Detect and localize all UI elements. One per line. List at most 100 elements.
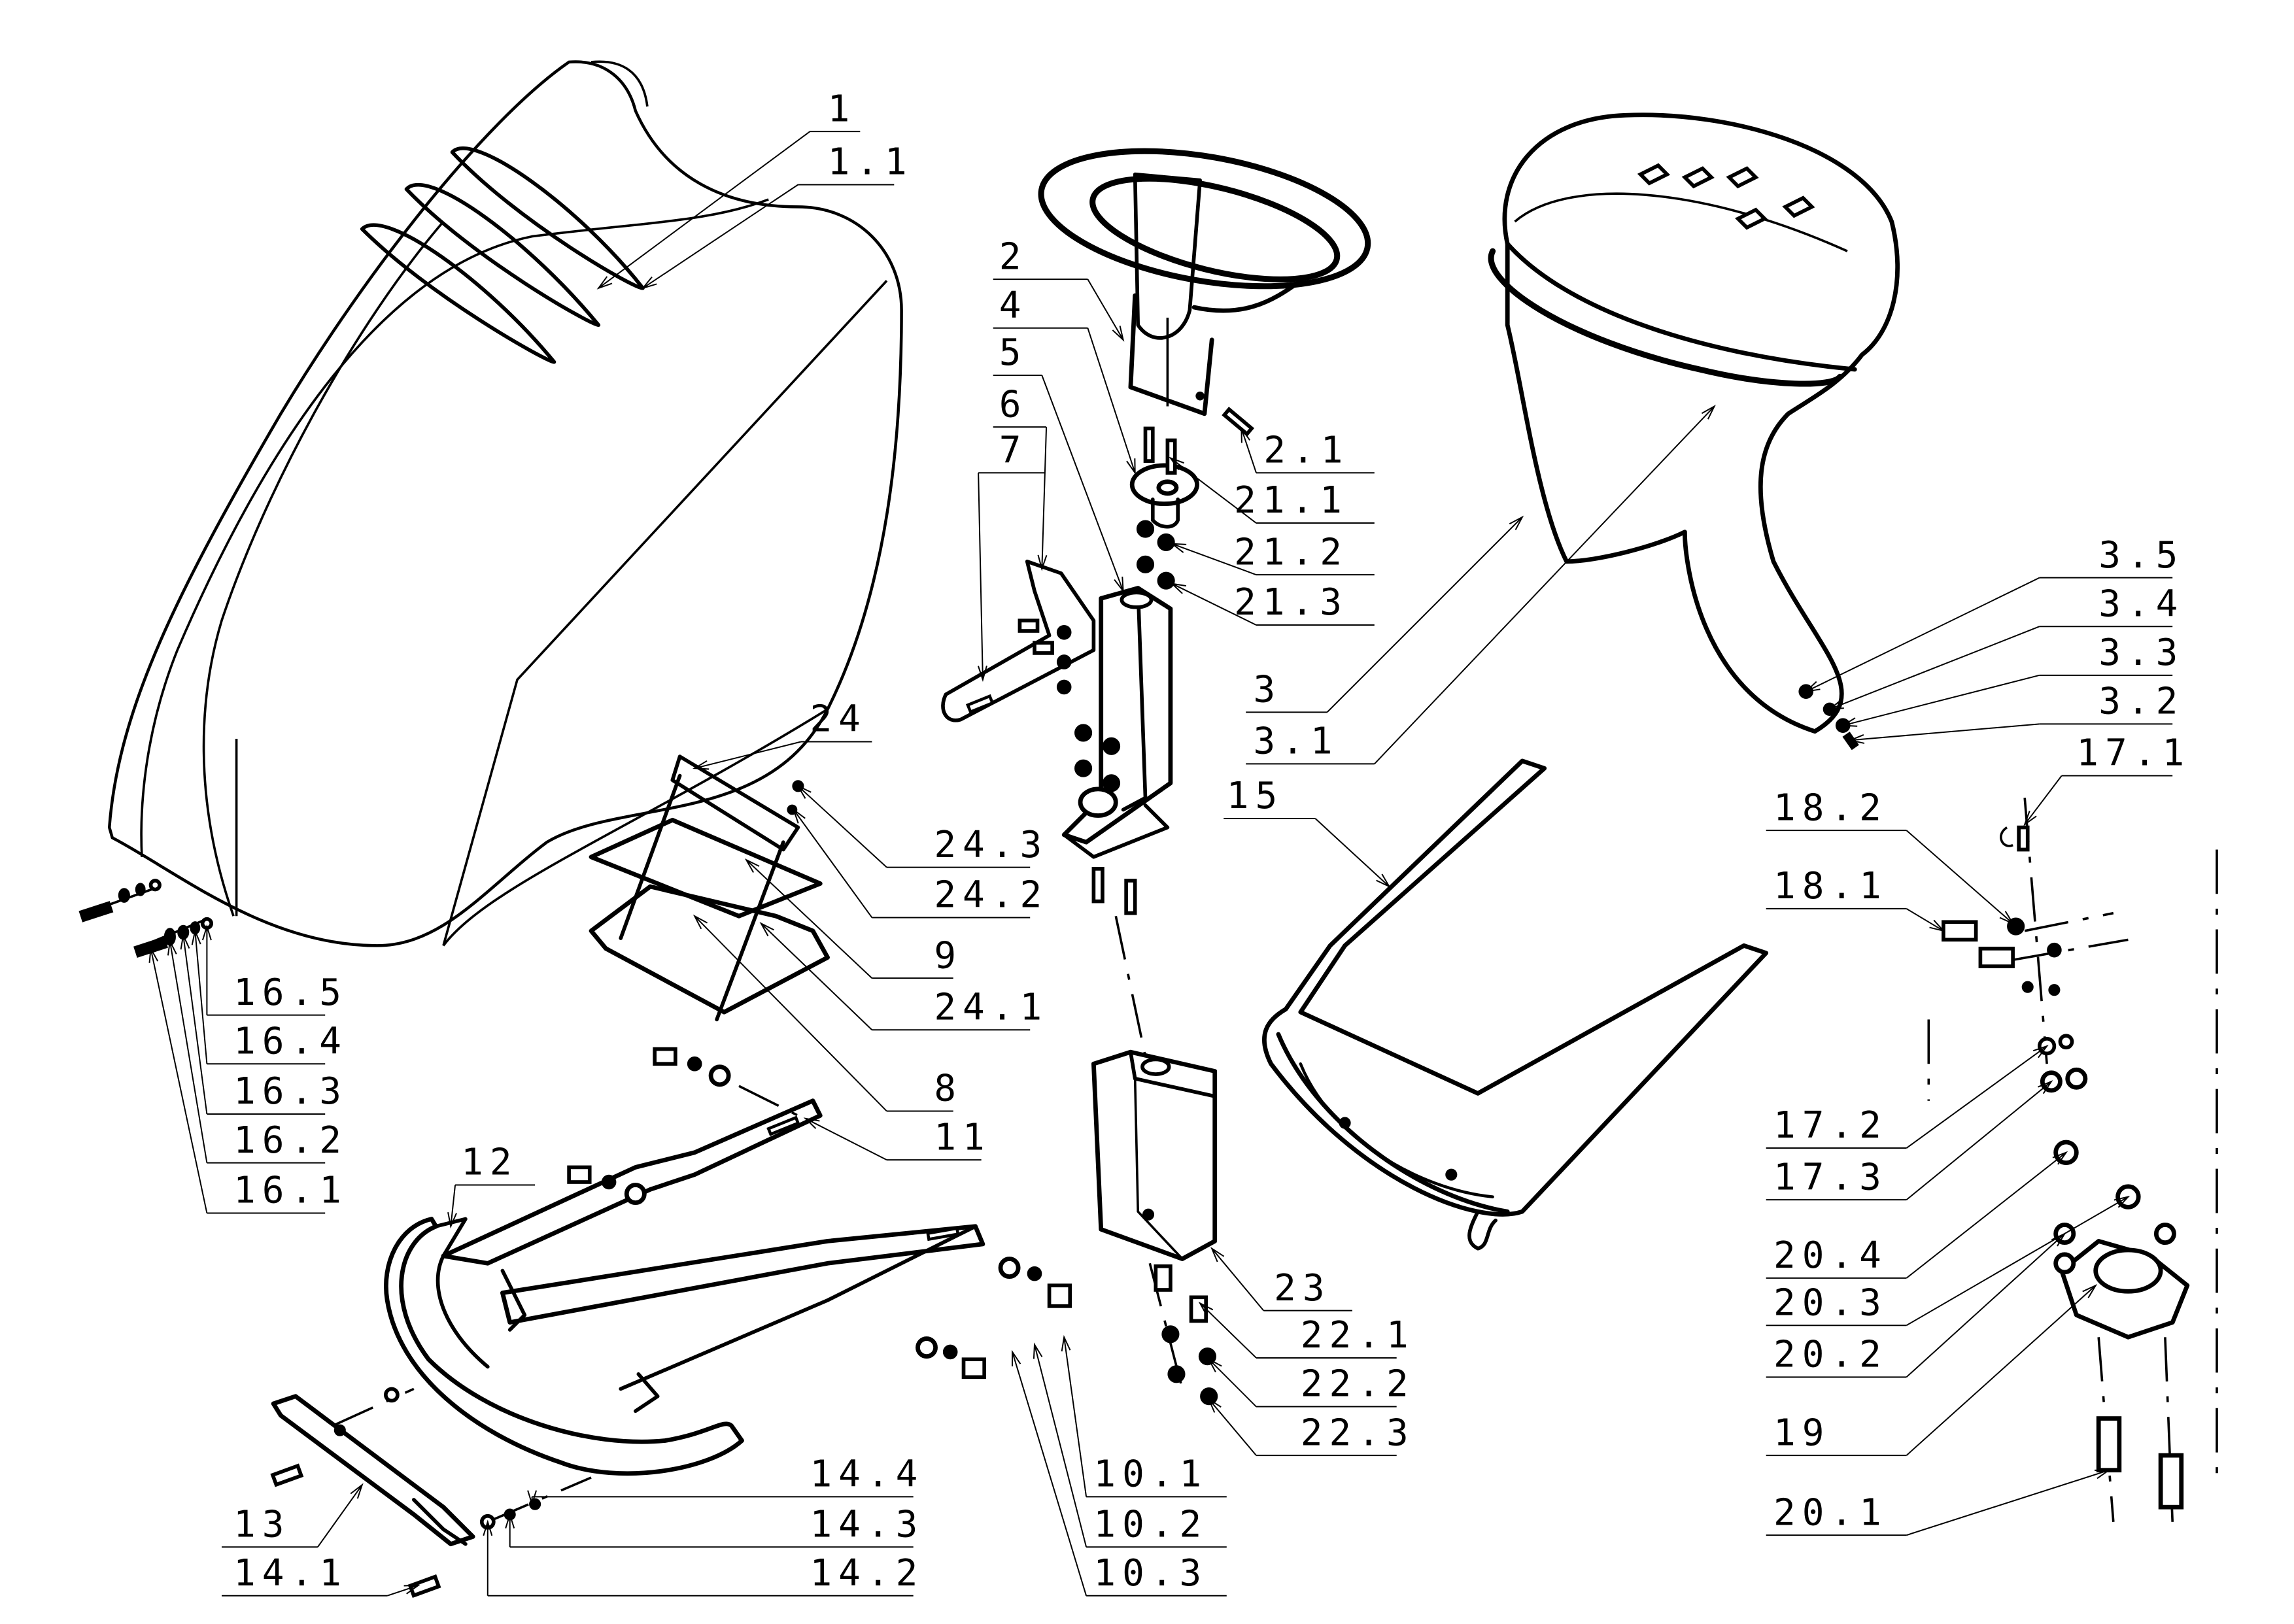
leader-line [1314,818,1390,887]
callout-label: 14.1 [233,1552,348,1595]
leader-line [1850,723,2040,741]
leader-line [182,935,208,1115]
callout-3-4: 3.4 [1827,583,2178,711]
callout-24-3: 24.3 [796,785,1048,868]
callout-label: 8 [934,1068,963,1110]
rear-frame [1262,758,1769,1251]
callout-label: 21.1 [1234,479,1348,522]
callout-19: 19 [1766,1283,2098,1457]
callout-label: 16.5 [233,972,348,1014]
arrowhead [447,1212,457,1229]
leader-line [694,741,802,770]
leader-line [1199,1302,1257,1359]
leader-line [1241,428,1257,473]
tray-assembly [589,754,830,1022]
arrowhead [1170,543,1187,553]
callout-label: 14.2 [810,1552,924,1595]
callout-15: 15 [1224,775,1391,888]
arrowhead [1827,700,1844,711]
leader-line [1906,1196,2129,1327]
callout-label: 16.1 [233,1170,348,1212]
arrowhead [1061,1334,1071,1352]
callout-label: 20.3 [1773,1281,1888,1324]
arrowhead [1112,326,1125,342]
arrowhead [2095,1469,2112,1480]
callout-11: 11 [803,1116,985,1161]
callout-label: 12 [461,1142,518,1184]
leader-line [1034,1344,1087,1548]
callout-1-1: 1.1 [641,141,907,290]
callout-label: 4 [999,284,1028,327]
callout-16-4: 16.4 [191,928,348,1065]
callout-10-1: 10.1 [1061,1334,1227,1498]
arrowhead [167,939,177,956]
arrowhead [1804,681,1821,693]
callout-label: 10.1 [1093,1453,1208,1496]
callout-3-5: 3.5 [1804,534,2178,693]
arrowhead [1037,554,1048,571]
arrowhead [803,1117,820,1129]
callout-24-2: 24.2 [792,807,1048,919]
leader-line [317,1484,363,1548]
callout-label: 2.1 [1263,429,1349,471]
callout-label: 15 [1227,775,1284,817]
callout-label: 17.3 [1773,1156,1888,1198]
arrowhead [1840,717,1858,727]
callout-14-4: 14.4 [527,1453,917,1507]
callout-10-2: 10.2 [1033,1342,1227,1548]
arrowhead [792,807,806,824]
arrowhead [1376,873,1391,888]
leader-line [1041,375,1124,592]
arrowhead [692,760,710,770]
callout-1: 1 [596,88,861,290]
arrowhead [1509,515,1524,530]
arrowhead [180,933,190,950]
callout-label: 24 [810,698,866,741]
arrowhead [1170,583,1187,594]
callout-22-3: 22.3 [1207,1397,1409,1457]
callout-label: 21.3 [1234,581,1348,624]
arrowhead [1011,1349,1021,1366]
front-bumper [384,1217,744,1476]
steering-flange [1129,426,1199,590]
leader-line [978,473,984,680]
callout-3-1: 3.1 [1246,405,1716,765]
callout-label: 16.4 [233,1020,348,1062]
callout-20-4: 20.4 [1766,1151,2068,1279]
callout-20-1: 20.1 [1766,1469,2112,1536]
leader-line [1063,1337,1087,1497]
leader-line [694,915,887,1112]
leader-line [797,785,887,868]
leader-line [1842,674,2040,726]
callout-16-5: 16.5 [201,924,348,1016]
callout-9: 9 [744,858,956,979]
leader-line [805,1117,887,1160]
leader-line [1170,457,1257,524]
callout-13: 13 [222,1483,364,1548]
callout-label: 24.3 [934,824,1048,866]
callout-5: 5 [993,331,1124,594]
callout-label: 5 [999,331,1028,374]
callout-label: 20.2 [1773,1334,1888,1376]
callout-label: 2 [999,235,1028,278]
arrowhead [641,277,657,290]
leader-line [1087,328,1136,473]
hardware-16 [78,879,214,958]
leader-line [169,941,208,1163]
leader-line [1906,1045,2047,1149]
callout-18-1: 18.1 [1766,865,1945,932]
callout-21-3: 21.3 [1170,581,1375,626]
arrowhead [1701,405,1716,420]
callout-label: 18.1 [1773,865,1888,907]
callout-23: 23 [1210,1247,1352,1311]
arrowhead [1929,919,1945,932]
callout-12: 12 [447,1142,536,1229]
callout-14-1: 14.1 [222,1552,420,1597]
arrowhead [1198,1301,1214,1317]
side-rail [441,1098,985,1413]
column-housing [1091,1049,1218,1261]
callout-label: 20.1 [1773,1491,1888,1534]
bearing-housing [2053,1140,2190,1522]
callout-label: 24.2 [934,874,1048,917]
